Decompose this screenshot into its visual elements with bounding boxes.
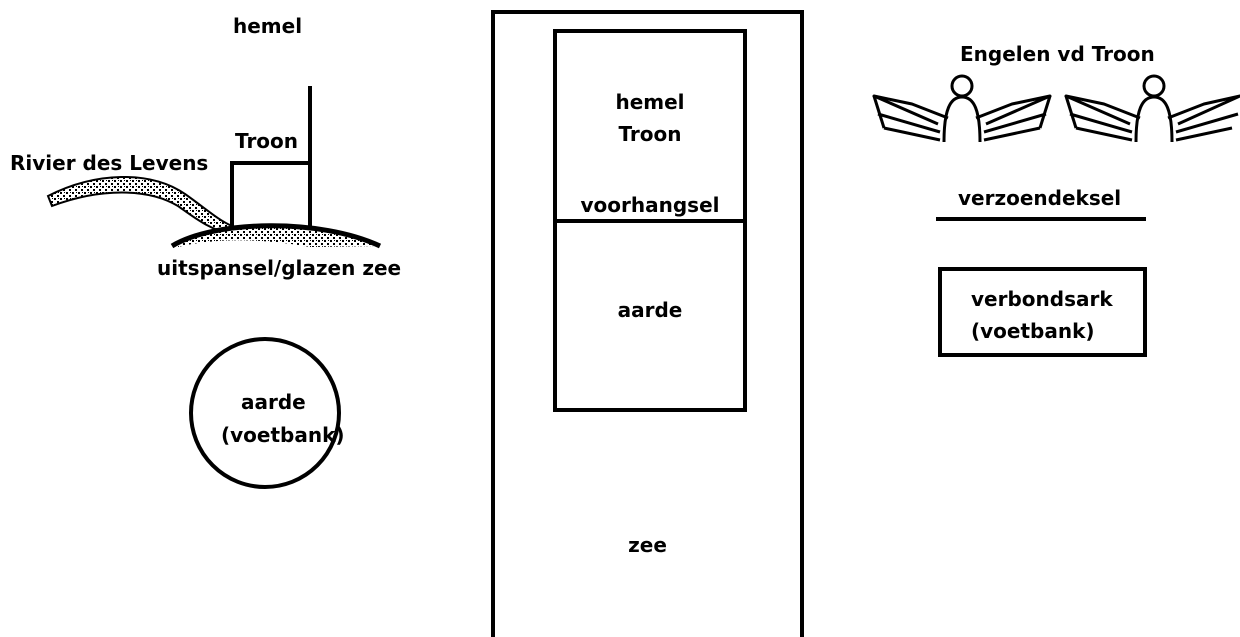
ark-label: verbondsark [971,287,1113,311]
angel-icon [1064,74,1240,143]
earth-circle [189,337,341,489]
center-heaven-label: hemel [615,90,685,114]
center-earth-label: aarde [617,298,683,322]
left-earth-sub-label: (voetbank) [221,423,345,447]
cosmos-outer-frame [491,10,804,637]
angel-icon [872,74,1052,143]
throne-icon [230,86,312,228]
ark-sub-label: (voetbank) [971,319,1095,343]
left-sky-label: hemel [233,14,303,38]
ark-of-covenant-box [938,267,1147,357]
left-throne-label: Troon [235,129,299,153]
angels-label: Engelen vd Troon [960,42,1155,66]
mercy-seat-label: verzoendeksel [958,186,1122,210]
sea-label: zee [628,533,667,557]
river-of-life-shape [46,175,233,236]
veil-label: voorhangsel [580,193,720,217]
river-label: Rivier des Levens [10,151,209,175]
firmament-label: uitspansel/glazen zee [157,256,402,280]
left-earth-label: aarde [241,390,306,414]
center-throne-label: Troon [618,122,682,146]
firmament-arc [170,223,382,249]
